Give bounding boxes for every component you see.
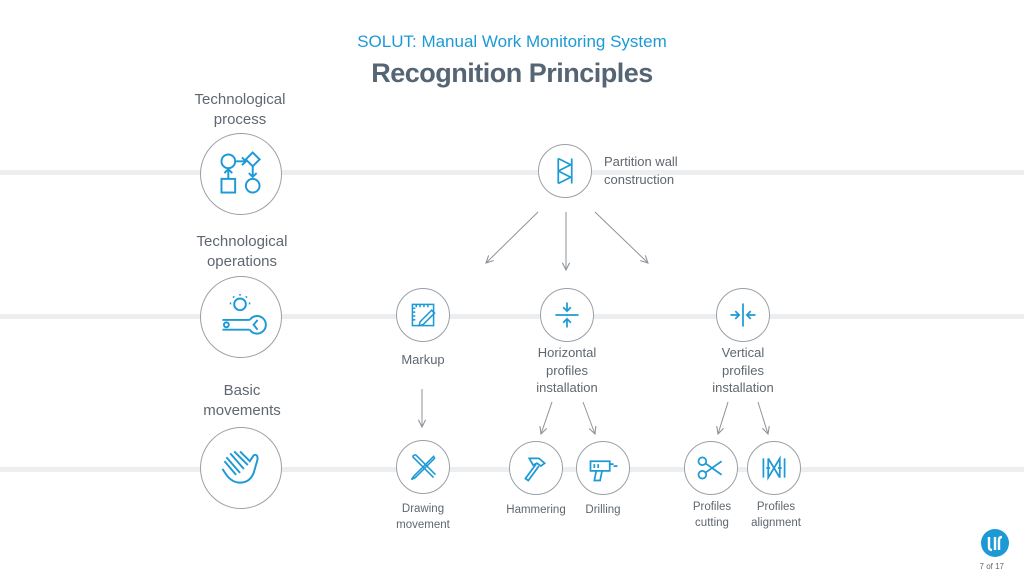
leaf-label-drawing: Drawing movement <box>396 503 450 531</box>
subtitle: SOLUT: Manual Work Monitoring System <box>357 32 667 51</box>
ruler-pencil-icon <box>396 288 450 342</box>
row-label-movements: Basic movements <box>203 382 281 420</box>
tools-cross-icon <box>396 440 450 494</box>
stud-frame-icon <box>538 144 592 198</box>
logo-icon <box>980 528 1010 558</box>
hands-icon <box>200 427 282 509</box>
drill-icon <box>576 441 630 495</box>
flowchart-icon <box>200 133 282 215</box>
arrow-to-cutting <box>718 401 729 434</box>
row-band-process <box>0 170 1024 175</box>
node-label-vertical: Vertical profiles installation <box>712 345 774 396</box>
worker-wrench-icon <box>200 276 282 358</box>
node-label-partition-wall: Partition wall construction <box>604 154 678 187</box>
compress-horizontal-icon <box>716 288 770 342</box>
arrow-to-alignment <box>757 401 768 434</box>
arrow-to-markup <box>486 211 539 263</box>
page-number: 7 of 17 <box>979 562 1004 571</box>
leaf-label-hammering: Hammering <box>506 504 566 516</box>
align-icon <box>747 441 801 495</box>
leaf-label-drilling: Drilling <box>585 504 621 516</box>
row-label-process: Technological process <box>194 91 286 129</box>
compress-vertical-icon <box>540 288 594 342</box>
page-title: Recognition Principles <box>371 58 653 88</box>
scissors-icon <box>684 441 738 495</box>
leaf-label-cutting: Profiles cutting <box>692 501 732 529</box>
leaf-label-alignment: Profiles alignment <box>751 501 801 529</box>
hammer-icon <box>509 441 563 495</box>
arrow-to-vertical <box>594 211 648 263</box>
arrow-to-drilling <box>582 401 595 434</box>
node-label-markup: Markup <box>401 352 445 367</box>
row-label-operations: Technological operations <box>196 233 288 271</box>
arrow-to-hammering <box>541 401 553 434</box>
row-band-operations <box>0 314 1024 319</box>
node-label-horizontal: Horizontal profiles installation <box>536 345 598 396</box>
